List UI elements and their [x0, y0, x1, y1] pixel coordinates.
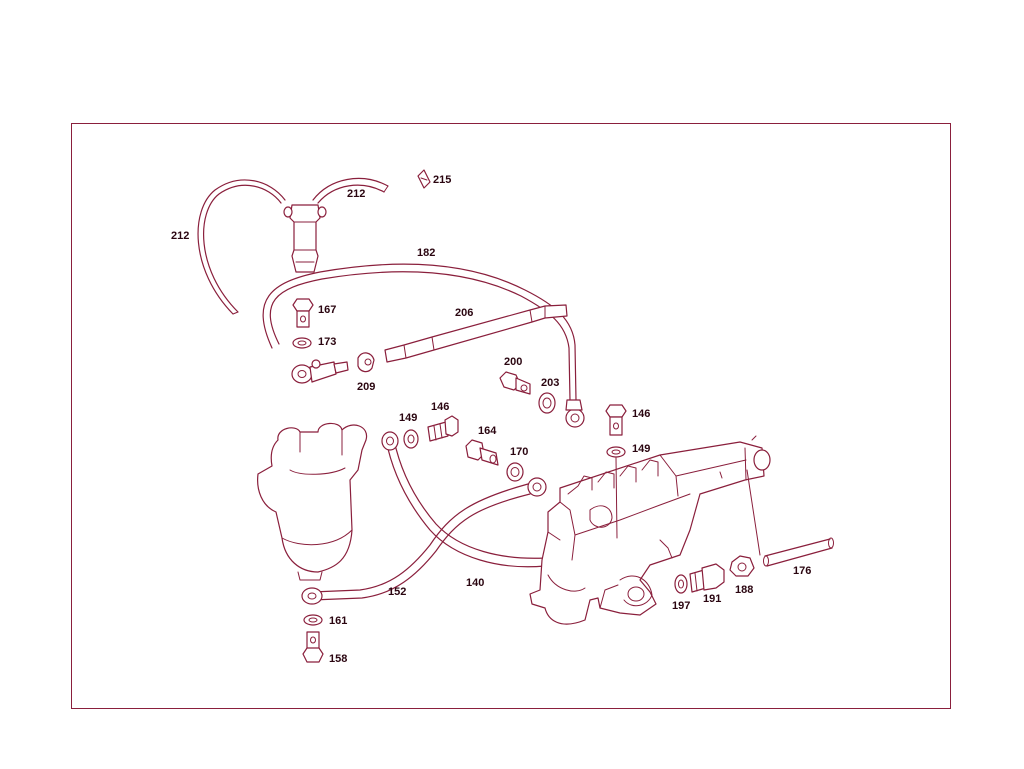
- label-146-right: 146: [632, 408, 651, 420]
- label-146-left: 146: [431, 401, 450, 413]
- label-167: 167: [318, 304, 337, 316]
- nut-188: [729, 555, 755, 577]
- banjo-fitting: [291, 359, 349, 384]
- label-164: 164: [478, 425, 497, 437]
- label-158: 158: [329, 653, 348, 665]
- hose-176: [763, 537, 834, 567]
- fitting-191: [689, 563, 725, 593]
- label-212-right: 212: [347, 188, 366, 200]
- diagram-frame: [71, 123, 951, 709]
- washer-173: [292, 337, 312, 349]
- label-149-left: 149: [399, 412, 418, 424]
- label-200: 200: [504, 356, 523, 368]
- label-170: 170: [510, 446, 529, 458]
- fuel-filter-housing: [257, 422, 368, 581]
- banjo-bolt-164: [465, 439, 499, 466]
- fuel-line-152: [301, 477, 547, 605]
- label-191: 191: [703, 593, 722, 605]
- pipe-206: [384, 304, 568, 363]
- label-209: 209: [357, 381, 376, 393]
- label-182: 182: [417, 247, 436, 259]
- washer-203: [538, 392, 556, 414]
- banjo-bolt-167: [292, 298, 314, 328]
- injector-nozzle: [283, 204, 327, 273]
- label-149-right: 149: [632, 443, 651, 455]
- washer-197: [674, 574, 688, 594]
- washer-149-right: [606, 446, 626, 458]
- washer-149-left: [403, 429, 419, 449]
- injection-pump: [529, 435, 771, 625]
- clamp-209: [357, 352, 375, 373]
- washer-170: [506, 462, 524, 482]
- label-206: 206: [455, 307, 474, 319]
- label-173: 173: [318, 336, 337, 348]
- label-176: 176: [793, 565, 812, 577]
- label-203: 203: [541, 377, 560, 389]
- banjo-bolt-158: [302, 631, 324, 663]
- leader-line: [746, 469, 761, 556]
- label-188: 188: [735, 584, 754, 596]
- banjo-bolt-200: [499, 371, 531, 395]
- washer-161: [303, 614, 323, 626]
- label-161: 161: [329, 615, 348, 627]
- label-152: 152: [388, 586, 407, 598]
- label-197: 197: [672, 600, 691, 612]
- clip-215: [417, 169, 431, 189]
- leak-off-hose-right: [312, 177, 389, 204]
- label-140: 140: [466, 577, 485, 589]
- banjo-bolt-146-right: [605, 404, 627, 436]
- leader-line-bolt: [615, 457, 618, 539]
- label-212-left: 212: [171, 230, 190, 242]
- label-215: 215: [433, 174, 452, 186]
- banjo-bolt-146-left: [427, 415, 459, 442]
- leak-off-hose-left: [197, 179, 286, 315]
